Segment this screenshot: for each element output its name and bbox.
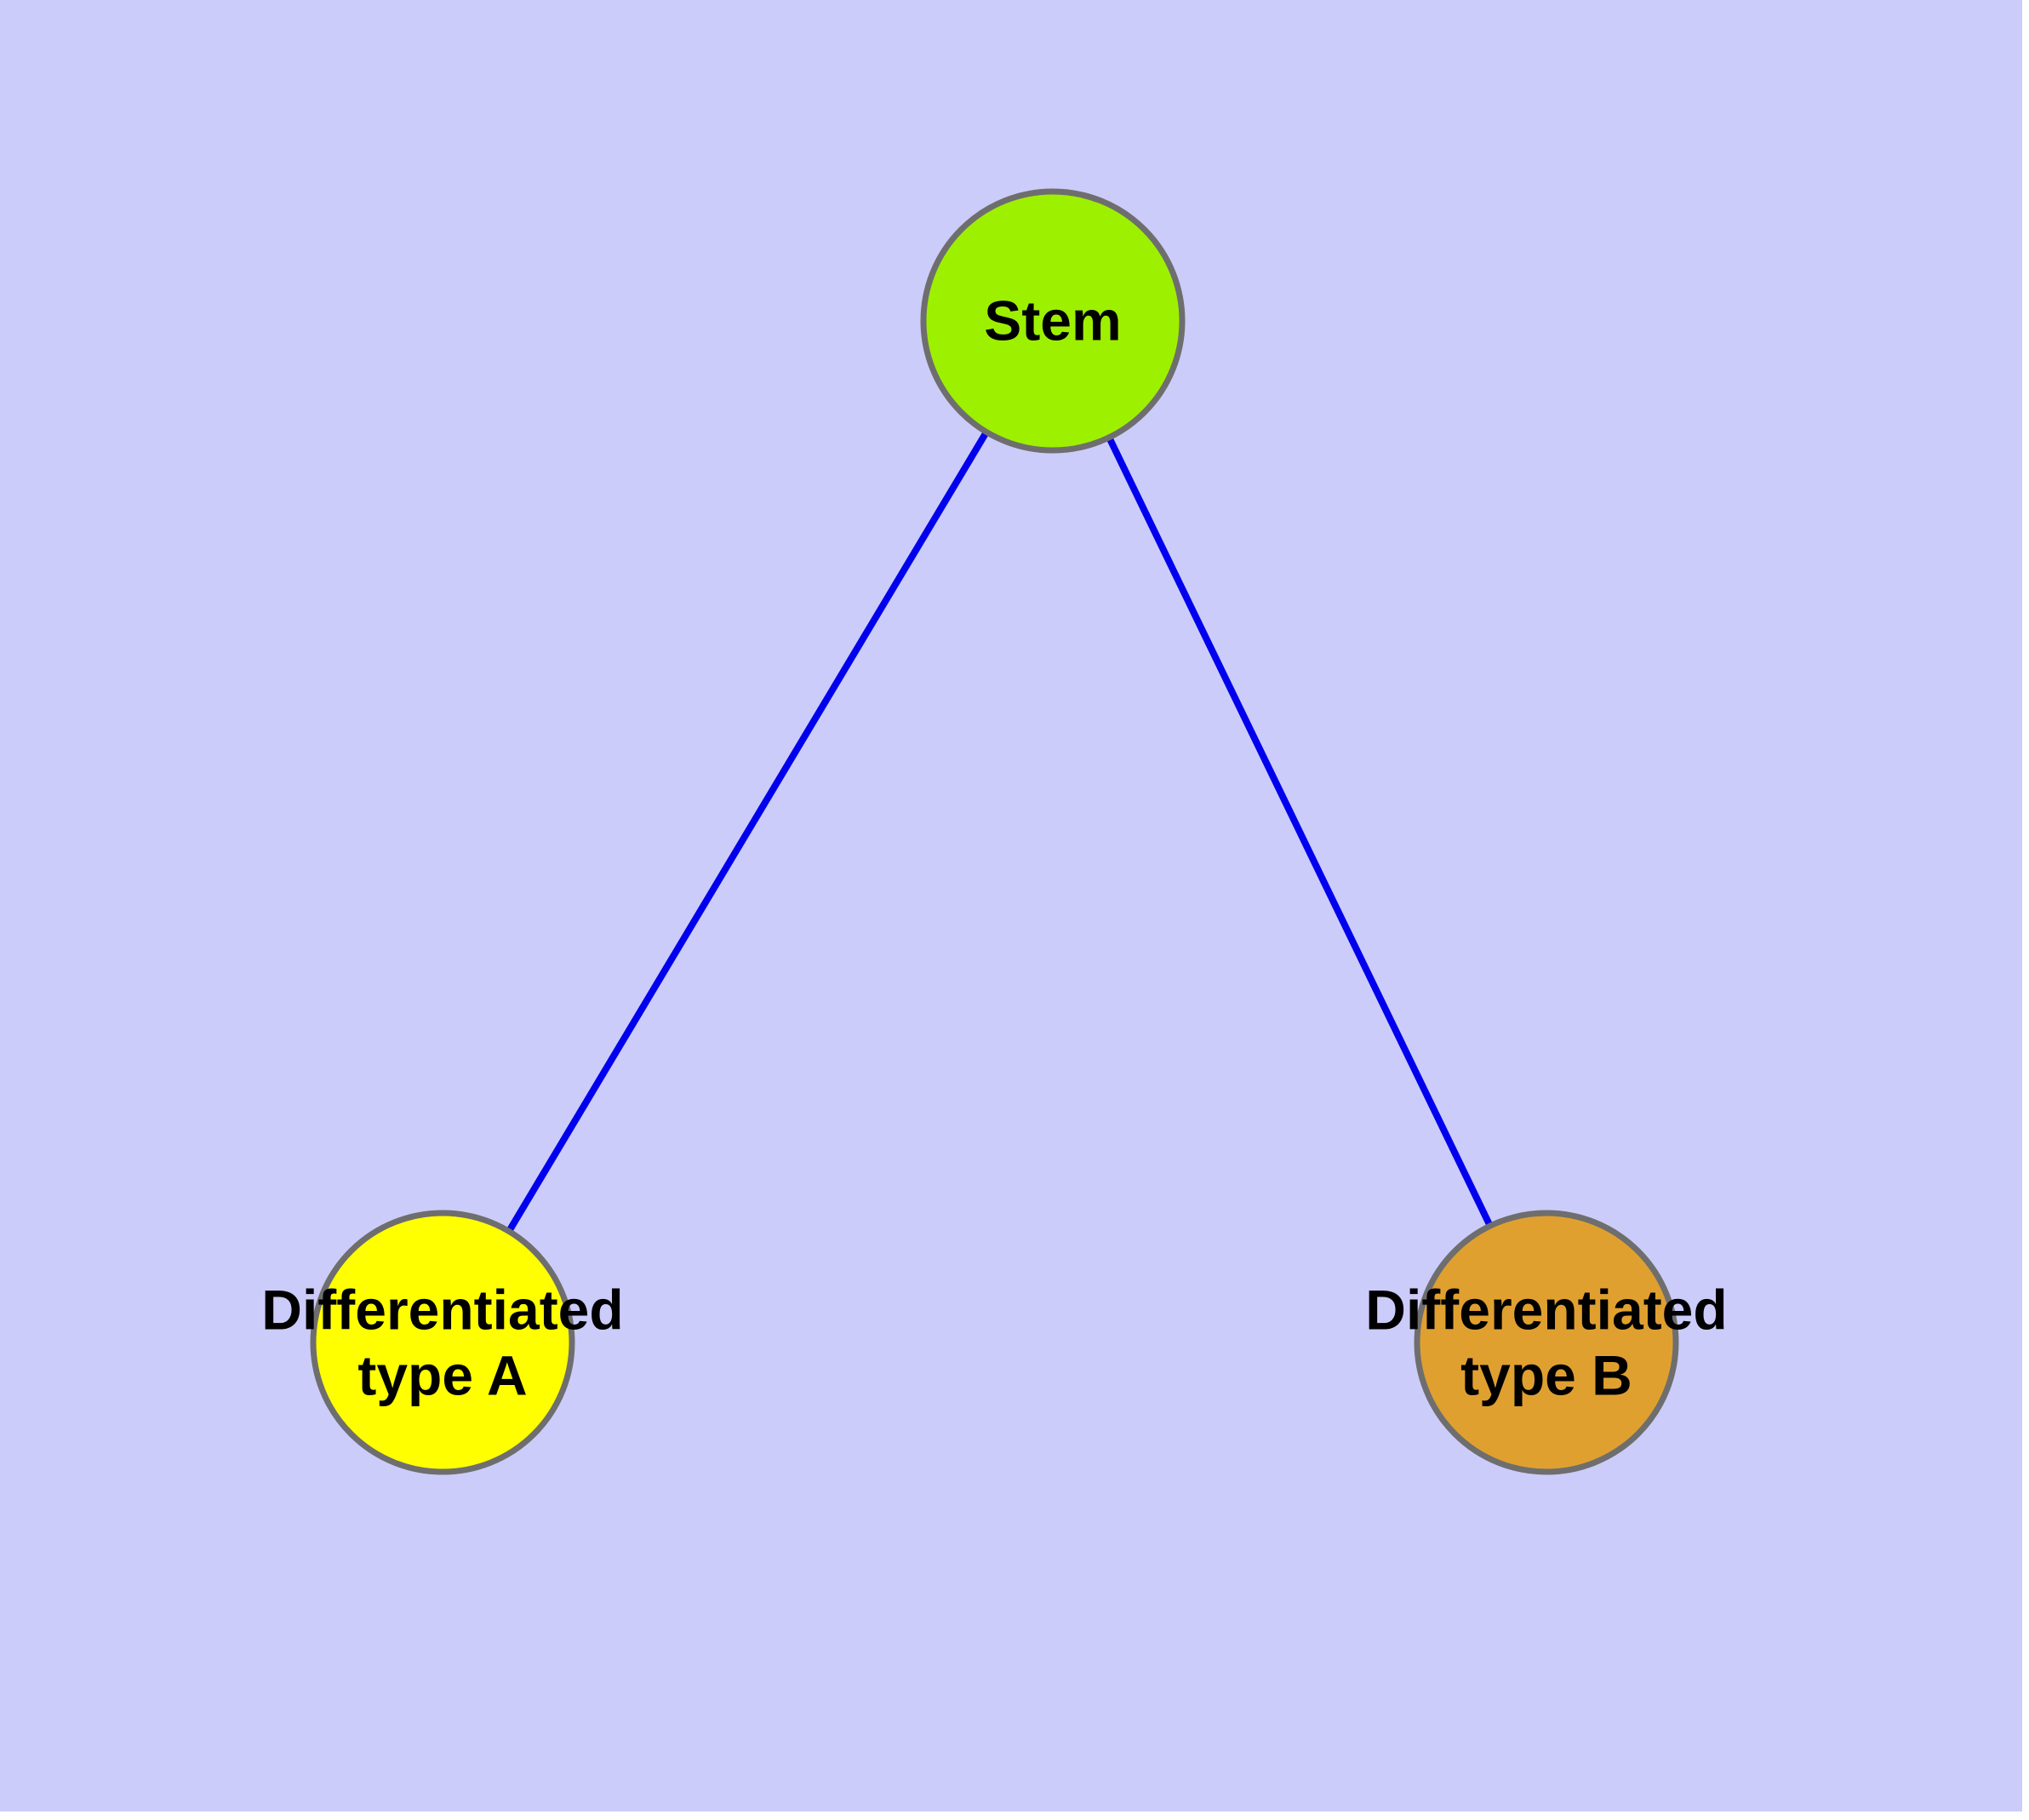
node-circle-stem[interactable]	[920, 188, 1186, 454]
nodes-layer	[310, 188, 1679, 1475]
node-circle-diff_b[interactable]	[1414, 1210, 1679, 1475]
edges-layer	[506, 432, 1493, 1232]
node-circle-diff_a[interactable]	[310, 1210, 575, 1475]
edge-stem-diff-b[interactable]	[1106, 437, 1493, 1227]
edge-stem-diff-a[interactable]	[506, 432, 989, 1232]
